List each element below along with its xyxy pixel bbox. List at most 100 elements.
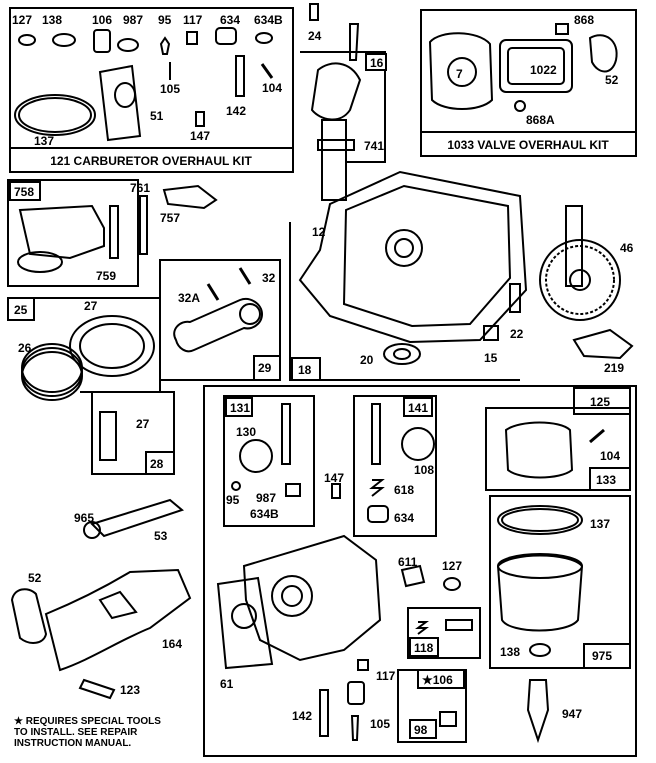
label-164: 164 <box>162 637 182 651</box>
part-141-choke-shaft <box>371 403 381 465</box>
label-138-lower: 138 <box>500 645 520 659</box>
part-52-gasket <box>588 34 618 73</box>
label-987: 987 <box>123 13 143 27</box>
part-32-bolt <box>238 267 252 285</box>
part-52-gasket-lower <box>10 588 48 644</box>
label-32A: 32A <box>178 291 200 305</box>
part-611-fitting <box>400 564 426 588</box>
part-53-tube <box>90 498 185 538</box>
crankcase-assembly: 18 12 20 22 15 <box>289 170 528 381</box>
part-618-spring <box>369 479 385 497</box>
label-105-lower: 105 <box>370 717 390 731</box>
part-98-screw <box>439 711 457 727</box>
part-105-pin-lower <box>347 681 365 705</box>
part-758-bracket <box>18 204 105 260</box>
part-131-throttle-shaft <box>281 403 291 465</box>
part-15-plug <box>483 325 499 341</box>
part-95-needle <box>159 36 171 55</box>
label-51: 51 <box>150 109 164 123</box>
label-106: 106 <box>92 13 112 27</box>
label-29: 29 <box>258 361 272 375</box>
label-95: 95 <box>158 13 172 27</box>
label-1022: 1022 <box>530 63 557 77</box>
label-965: 965 <box>74 511 94 525</box>
part-46-camshaft-gear <box>539 239 621 321</box>
label-18: 18 <box>298 363 312 377</box>
label-27-top: 27 <box>84 299 98 313</box>
label-761: 761 <box>130 181 150 195</box>
carburetor-overhaul-kit: 121 CARBURETOR OVERHAUL KIT 127 138 106 … <box>9 7 294 173</box>
valve-overhaul-kit: 1033 VALVE OVERHAUL KIT 868 7 1022 52 86… <box>420 9 637 157</box>
label-61: 61 <box>220 677 234 691</box>
part-137-o-ring-lower <box>497 505 583 535</box>
label-15: 15 <box>484 351 498 365</box>
part-25-piston <box>69 315 155 377</box>
note-line-2: TO INSTALL. SEE REPAIR <box>14 727 138 738</box>
note-line-3: INSTRUCTION MANUAL. <box>14 738 132 749</box>
part-32A-bolt <box>206 283 220 301</box>
connecting-rod-assembly: 29 32 32A <box>159 259 281 381</box>
part-28-piston-pin <box>99 411 117 461</box>
part-137-o-ring <box>14 94 96 136</box>
part-104-spring-lower <box>589 428 605 444</box>
bracket-assembly: 758 759 761 757 <box>7 179 218 287</box>
label-130: 130 <box>236 425 256 439</box>
label-117: 117 <box>183 13 203 27</box>
part-138-seal-lower <box>529 643 551 657</box>
label-138: 138 <box>42 13 62 27</box>
note-line-1: ★ REQUIRES SPECIAL TOOLS <box>14 716 161 727</box>
label-24: 24 <box>308 29 322 43</box>
part-741-crankshaft <box>310 62 362 121</box>
part-142-valve-lower <box>319 689 329 737</box>
special-tools-note: ★ REQUIRES SPECIAL TOOLS TO INSTALL. SEE… <box>14 716 214 749</box>
piston-assembly: 25 27 26 28 27 <box>7 297 175 475</box>
label-634: 634 <box>220 13 240 27</box>
part-130-throttle-plate <box>239 439 273 473</box>
part-868A-seal <box>514 100 526 112</box>
part-104-spring <box>260 63 274 79</box>
crankshaft-assembly: 24 16 741 <box>300 3 387 201</box>
part-219-governor <box>572 328 634 360</box>
label-758: 758 <box>14 185 34 199</box>
label-32: 32 <box>262 271 276 285</box>
label-106-lower: ★106 <box>422 673 453 687</box>
part-634B-washer <box>255 32 273 44</box>
label-634B: 634B <box>254 13 283 27</box>
part-634-float-bowl-part <box>215 27 237 45</box>
label-125: 125 <box>590 395 610 409</box>
label-95-lower: 95 <box>226 493 240 507</box>
label-137: 137 <box>34 134 54 148</box>
label-117-lower: 117 <box>376 669 396 683</box>
part-127-gasket <box>18 34 36 46</box>
part-1022-cover <box>499 39 573 93</box>
label-219: 219 <box>604 361 624 375</box>
label-27-bottom: 27 <box>136 417 150 431</box>
label-975: 975 <box>592 649 612 663</box>
label-634B-lower: 634B <box>250 507 279 521</box>
label-52: 52 <box>605 73 619 87</box>
part-975-float-bowl <box>496 554 584 632</box>
label-147: 147 <box>190 129 210 143</box>
label-105: 105 <box>160 82 180 96</box>
label-46: 46 <box>620 241 634 255</box>
part-29-connecting-rod <box>173 298 264 353</box>
label-16: 16 <box>370 56 384 70</box>
label-127: 127 <box>12 13 32 27</box>
label-104-lower: 104 <box>600 449 620 463</box>
label-741: 741 <box>364 139 384 153</box>
label-611: 611 <box>398 555 418 569</box>
part-117-screw-lower <box>357 659 369 671</box>
label-618: 618 <box>394 483 414 497</box>
label-131: 131 <box>230 401 250 415</box>
part-868-screw <box>555 23 569 35</box>
part-24-key <box>309 3 319 21</box>
part-164-manifold <box>44 568 192 672</box>
carburetor-kit-title: 121 CARBURETOR OVERHAUL KIT <box>50 154 252 168</box>
label-52-lower: 52 <box>28 571 42 585</box>
label-25: 25 <box>14 303 28 317</box>
label-142: 142 <box>226 104 246 118</box>
part-118-spring <box>415 621 429 635</box>
part-20-seal <box>383 343 421 365</box>
label-53: 53 <box>154 529 168 543</box>
label-118: 118 <box>414 641 434 655</box>
